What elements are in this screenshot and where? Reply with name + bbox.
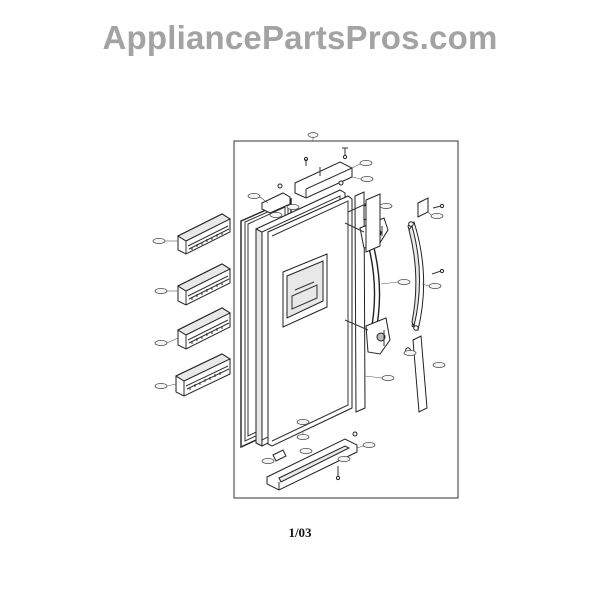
handle-trim-right — [407, 197, 445, 331]
door-bin-4 — [174, 353, 232, 397]
handle-lower-trim — [405, 335, 446, 413]
bottom-callouts — [261, 419, 376, 464]
right-callouts — [364, 211, 444, 381]
bin-callouts — [152, 238, 179, 389]
door-outer-panel — [267, 195, 353, 447]
page-number: 1/03 — [288, 525, 312, 540]
handle-cap-top — [365, 193, 393, 253]
door-bin-3 — [176, 307, 232, 350]
diagram-frame — [233, 140, 459, 499]
bottom-door-cap — [266, 431, 358, 491]
top-door-cap — [261, 147, 353, 214]
top-callouts — [247, 160, 374, 218]
site-watermark: AppliancePartsPros.com — [102, 19, 498, 56]
door-bin-1 — [176, 213, 232, 255]
dispenser-recess — [282, 253, 328, 328]
door-bin-2 — [176, 263, 232, 306]
